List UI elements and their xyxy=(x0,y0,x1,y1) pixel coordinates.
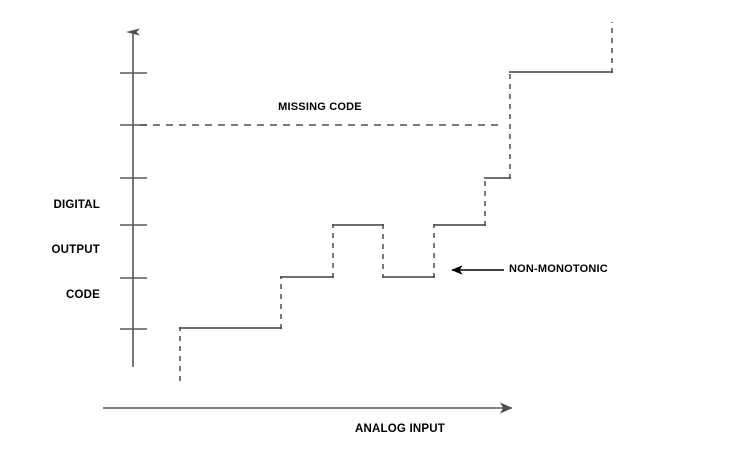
y-axis-title: DIGITAL OUTPUT CODE xyxy=(8,168,100,333)
missing-code-label: MISSING CODE xyxy=(278,101,362,113)
staircase-risers xyxy=(179,22,613,381)
staircase-treads xyxy=(179,71,613,329)
x-axis-title: ANALOG INPUT xyxy=(355,423,445,435)
y-axis-group xyxy=(120,28,147,367)
y-axis-title-line-3: CODE xyxy=(65,289,100,301)
y-axis-title-line-1: DIGITAL xyxy=(53,199,100,211)
non-monotonic-label: NON-MONOTONIC xyxy=(509,263,608,275)
y-axis-title-line-2: OUTPUT xyxy=(51,244,100,256)
